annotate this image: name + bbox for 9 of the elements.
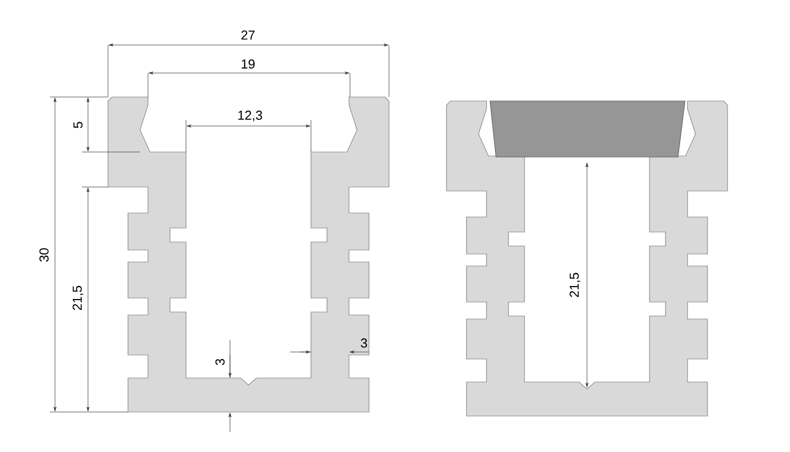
dimension-label: 21,5: [72, 286, 84, 310]
dimension-label: 21,5: [570, 272, 580, 297]
dimension-label: 30: [39, 248, 49, 262]
dimension-label: 3: [360, 338, 368, 348]
dimension-label: 5: [73, 122, 83, 128]
dimension-label: 27: [241, 30, 255, 40]
dimension-label: 12,3: [238, 110, 262, 122]
dimension-label: 3: [215, 358, 225, 366]
dimension-label: 19: [242, 59, 255, 69]
